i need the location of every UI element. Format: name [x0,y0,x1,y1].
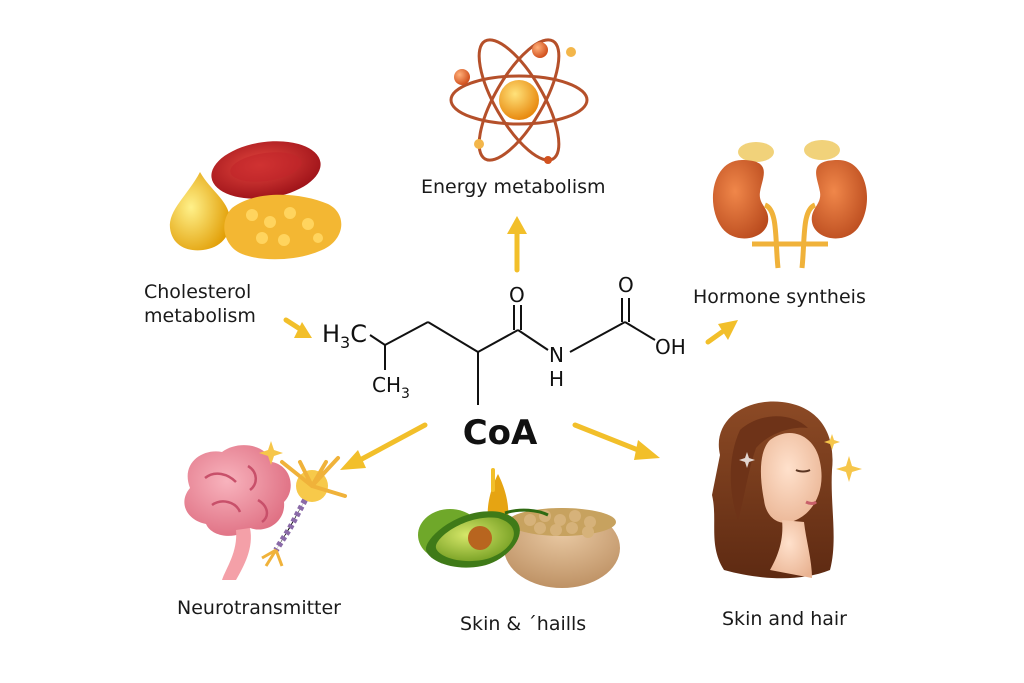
arrow-to-energy [507,216,527,273]
arrow-to-hormone [705,320,738,345]
label-hormone-synthesis: Hormone syntheis [693,286,866,308]
brain-neuron-icon [184,441,347,580]
coa-label: CoA [463,413,538,453]
label-skin-nails: Skin & ˊhaills [460,613,587,635]
nitrogen-label: N [549,343,564,367]
label-cholesterol-metabolism: Cholesterol metabolism [144,281,256,329]
arrow-to-skin-hair [572,422,660,460]
arrow-to-neuro [340,422,428,470]
label-neurotransmitter: Neurotransmitter [177,597,341,619]
chemical-structure [369,298,656,405]
oxygen-right-label: O [618,273,634,297]
atom-icon [449,38,589,164]
h3c-label: H3C [322,320,367,352]
label-skin-hair: Skin and hair [722,608,847,630]
blood-cell-fat-icon [169,141,342,260]
label-energy-metabolism: Energy metabolism [421,176,606,198]
woman-hair-icon [712,401,862,579]
label-cholesterol-line2: metabolism [144,304,256,327]
ch3-label: CH3 [372,373,410,402]
arrows [283,216,738,492]
hydrogen-label: H [549,367,564,391]
avocado-nuts-icon [418,474,620,588]
hydroxyl-label: OH [655,335,686,359]
oxygen-left-label: O [509,283,525,307]
kidneys-icon [712,140,868,269]
arrow-from-cholesterol [283,317,312,338]
label-cholesterol-line1: Cholesterol [144,281,252,303]
